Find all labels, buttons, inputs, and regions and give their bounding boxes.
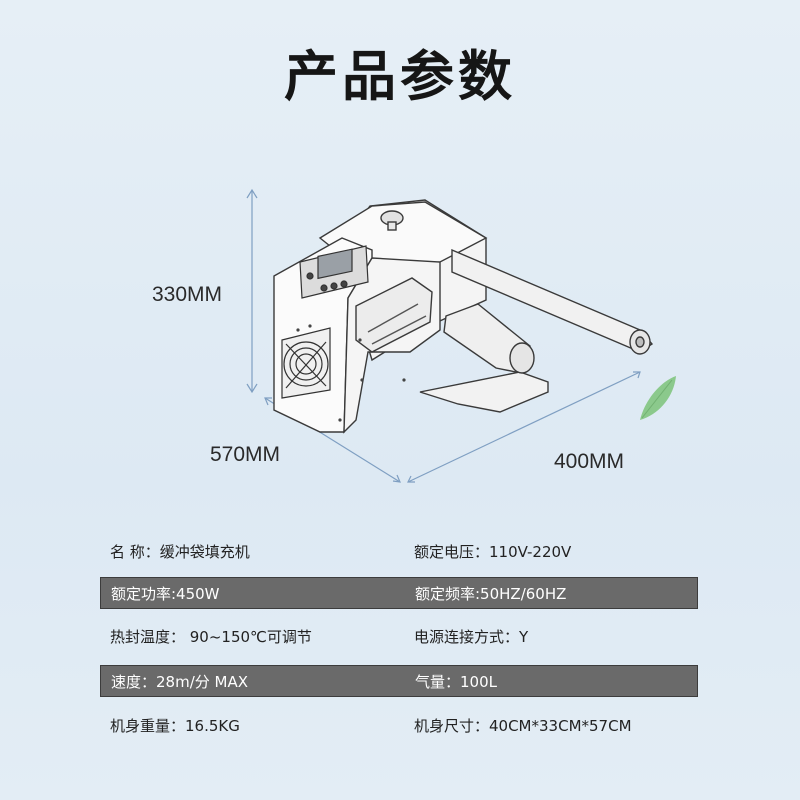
spec-row: 速度：28m/分 MAX 气量：100L [100,665,698,697]
spec-row: 机身重量：16.5KG 机身尺寸：40CM*33CM*57CM [100,710,698,742]
spec-label: 机身重量：16.5KG [110,717,240,735]
leaf-icon [640,376,676,420]
spec-label: 机身尺寸：40CM*33CM*57CM [414,717,632,735]
spec-row: 热封温度： 90~150℃可调节 电源连接方式：Y [100,621,698,653]
spec-label: 电源连接方式：Y [414,628,529,646]
spec-label: 名 称：缓冲袋填充机 [110,543,250,561]
spec-label: 气量：100L [415,673,497,691]
spec-row: 名 称：缓冲袋填充机 额定电压：110V-220V [100,536,698,568]
spec-label: 速度：28m/分 MAX [111,673,248,691]
spec-label: 热封温度： 90~150℃可调节 [110,628,312,646]
width-dimension-label: 400MM [554,450,625,473]
spec-label: 额定功率:450W [111,585,220,603]
fan-grille-icon [281,327,331,399]
machine-body [273,199,654,434]
control-panel [299,245,369,299]
spec-label: 额定频率:50HZ/60HZ [415,585,567,603]
height-dimension-label: 330MM [152,283,223,306]
page-title: 产品参数 [284,45,516,108]
spec-label: 额定电压：110V-220V [414,543,572,561]
depth-dimension-label: 570MM [210,443,281,466]
screw-dots [296,324,406,422]
spec-row: 额定功率:450W 额定频率:50HZ/60HZ [100,577,698,609]
